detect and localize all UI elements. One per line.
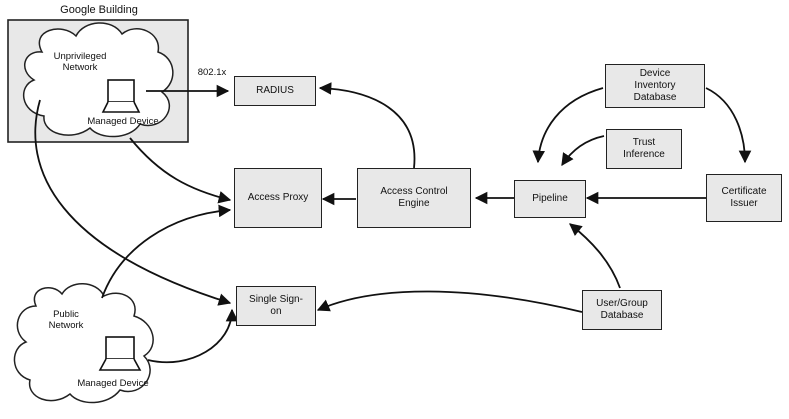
- edge-building-to-sso: [34, 99, 232, 306]
- laptop-icon: [98, 336, 142, 371]
- access-proxy-node: Access Proxy: [234, 168, 322, 228]
- edge-trust-inference-to-pipeline: [561, 135, 605, 167]
- edge-user-group-to-sso: [316, 290, 583, 313]
- edge-ace-to-radius: [318, 82, 416, 169]
- building-label: Google Building: [60, 4, 138, 16]
- edge-user-group-to-pipeline: [569, 223, 621, 289]
- unprivileged-network-label: Unprivileged Network: [53, 51, 107, 73]
- public-network-label: Public Network: [48, 309, 84, 331]
- edge-device-inventory-to-cert-issuer: [705, 87, 752, 164]
- trust-inference-node: Trust Inference: [606, 129, 682, 169]
- public-network-cloud: [13, 283, 154, 404]
- pipeline-node: Pipeline: [514, 180, 586, 218]
- edge-device-inventory-to-pipeline: [532, 87, 604, 164]
- device-inventory-database-node: Device Inventory Database: [605, 64, 705, 108]
- edge-building-to-access-proxy: [129, 137, 232, 204]
- certificate-issuer-node: Certificate Issuer: [706, 174, 782, 222]
- user-group-database-node: User/Group Database: [582, 290, 662, 330]
- edge-public-to-access-proxy: [101, 204, 232, 299]
- edge-public-laptop-to-sso: [147, 308, 239, 364]
- managed-device-label: Managed Device: [77, 378, 149, 389]
- single-sign-on-node: Single Sign- on: [236, 286, 316, 326]
- laptop-icon: [101, 79, 141, 113]
- managed-device-label: Managed Device: [87, 116, 159, 127]
- radius-node: RADIUS: [234, 76, 316, 106]
- access-control-engine-node: Access Control Engine: [357, 168, 471, 228]
- edge-label-802-1x: 802.1x: [197, 67, 227, 78]
